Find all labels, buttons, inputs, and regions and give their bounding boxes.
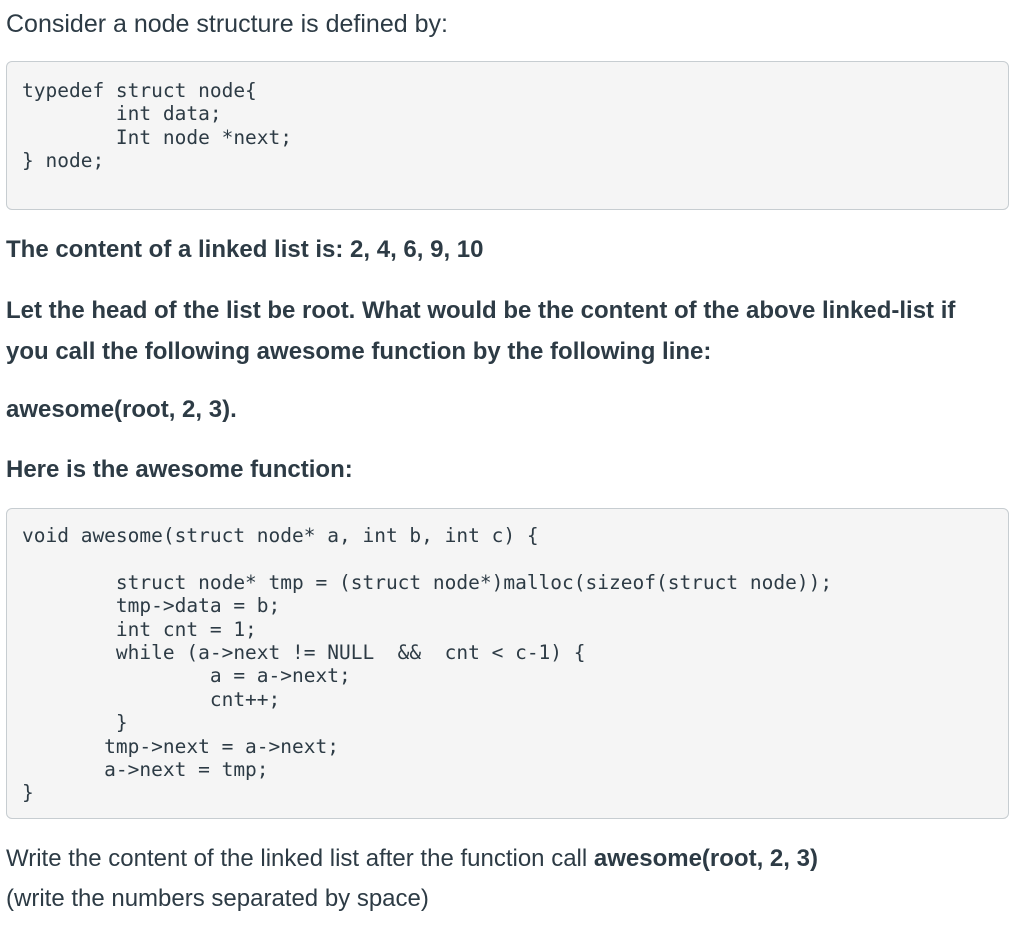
final-text-line-2: (write the numbers separated by space) [6,885,429,912]
function-code-block: void awesome(struct node* a, int b, int … [6,508,1009,819]
struct-code: typedef struct node{ int data; Int node … [22,79,293,173]
function-call-text: awesome(root, 2, 3). [6,396,237,423]
function-code: void awesome(struct node* a, int b, int … [22,524,833,805]
struct-code-block: typedef struct node{ int data; Int node … [6,61,1009,210]
question-line-1: Let the head of the list be root. What w… [6,297,956,324]
list-content-text: The content of a linked list is: 2, 4, 6… [6,236,484,263]
intro-text: Consider a node structure is defined by: [6,10,448,38]
final-text: Write the content of the linked list aft… [6,845,594,872]
final-instruction: Write the content of the linked list aft… [6,839,1006,919]
function-heading-text: Here is the awesome function: [6,456,353,483]
final-call-bold: awesome(root, 2, 3) [593,845,818,872]
question-text: Let the head of the list be root. What w… [6,290,1006,372]
question-line-2: you call the following awesome function … [6,338,712,365]
